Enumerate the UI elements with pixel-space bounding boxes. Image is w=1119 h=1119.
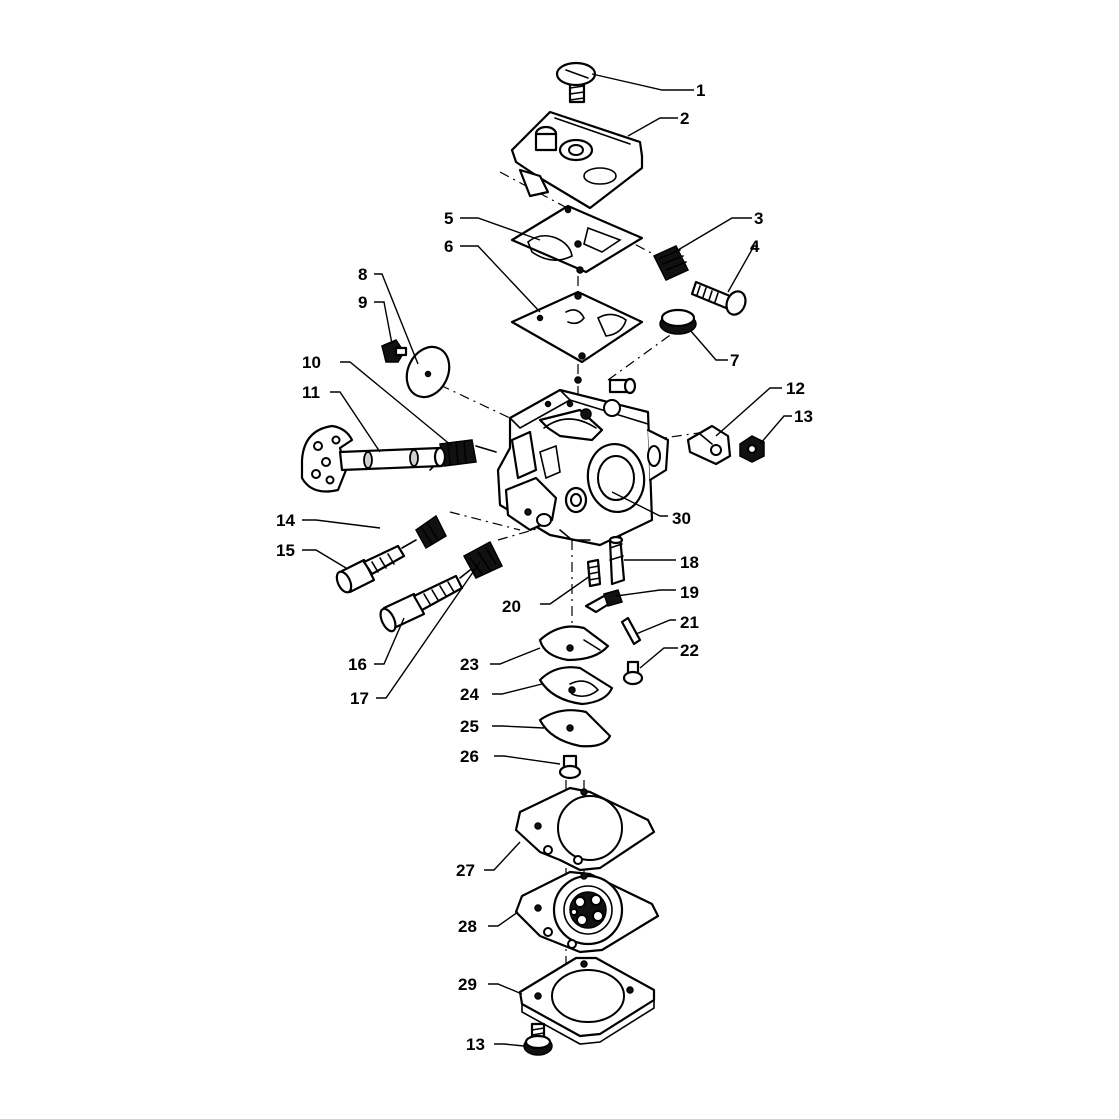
label-18: 18 — [680, 553, 699, 572]
label-20: 20 — [502, 597, 521, 616]
part-25-plate — [538, 709, 612, 748]
label-16: 16 — [348, 655, 367, 674]
part-21-pin — [620, 616, 642, 646]
part-3-spring — [652, 245, 690, 281]
part-30-carburetor-body — [496, 376, 670, 547]
label-23: 23 — [460, 655, 479, 674]
part-13-screw-right — [739, 435, 765, 463]
label-25: 25 — [460, 717, 479, 736]
part-9-screw — [381, 339, 408, 363]
part-14-spring — [415, 514, 447, 550]
label-4: 4 — [750, 237, 760, 256]
part-19-lever — [584, 589, 623, 614]
label-17: 17 — [350, 689, 369, 708]
label-2: 2 — [680, 109, 689, 128]
part-24-plate — [538, 666, 614, 706]
label-30: 30 — [672, 509, 691, 528]
part-1-screw — [555, 61, 597, 104]
part-18-valve — [608, 534, 626, 586]
label-13-right: 13 — [794, 407, 813, 426]
part-17-spring — [462, 540, 504, 579]
part-13-screw-bottom — [523, 1022, 553, 1056]
part-2-pump-cover — [510, 110, 644, 210]
label-5: 5 — [444, 209, 453, 228]
part-23-plate — [538, 625, 610, 662]
label-22: 22 — [680, 641, 699, 660]
label-26: 26 — [460, 747, 479, 766]
leader-lines — [302, 73, 792, 1047]
part-4-screw — [690, 280, 747, 316]
part-28-diaphragm — [514, 870, 660, 954]
label-6: 6 — [444, 237, 453, 256]
label-27: 27 — [456, 861, 475, 880]
part-16-needle — [379, 569, 471, 633]
label-15: 15 — [276, 541, 295, 560]
part-22-screw — [622, 660, 644, 686]
label-10: 10 — [302, 353, 321, 372]
part-7-cap — [659, 308, 697, 335]
part-12-lever — [686, 424, 732, 466]
part-29-cover — [518, 956, 656, 1045]
part-8-disc — [405, 345, 451, 399]
label-3: 3 — [754, 209, 763, 228]
part-26-screw — [558, 754, 582, 780]
label-28: 28 — [458, 917, 477, 936]
label-29: 29 — [458, 975, 477, 994]
part-15-needle — [335, 539, 417, 594]
part-27-gasket — [514, 786, 656, 872]
label-24: 24 — [460, 685, 479, 704]
label-9: 9 — [358, 293, 367, 312]
label-11: 11 — [302, 383, 320, 402]
part-11-throttle-shaft — [300, 424, 447, 493]
label-1: 1 — [696, 81, 705, 100]
label-19: 19 — [680, 583, 699, 602]
label-21: 21 — [680, 613, 699, 632]
part-6-diaphragm — [510, 290, 644, 364]
label-8: 8 — [358, 265, 367, 284]
callout-labels: 1 2 3 4 5 6 7 8 9 10 11 12 13 30 14 15 1… — [276, 81, 813, 1054]
label-7: 7 — [730, 351, 739, 370]
label-13-bottom: 13 — [466, 1035, 485, 1054]
part-5-gasket — [510, 204, 644, 274]
label-14: 14 — [276, 511, 295, 530]
part-20-spring — [586, 558, 602, 588]
label-12: 12 — [786, 379, 805, 398]
